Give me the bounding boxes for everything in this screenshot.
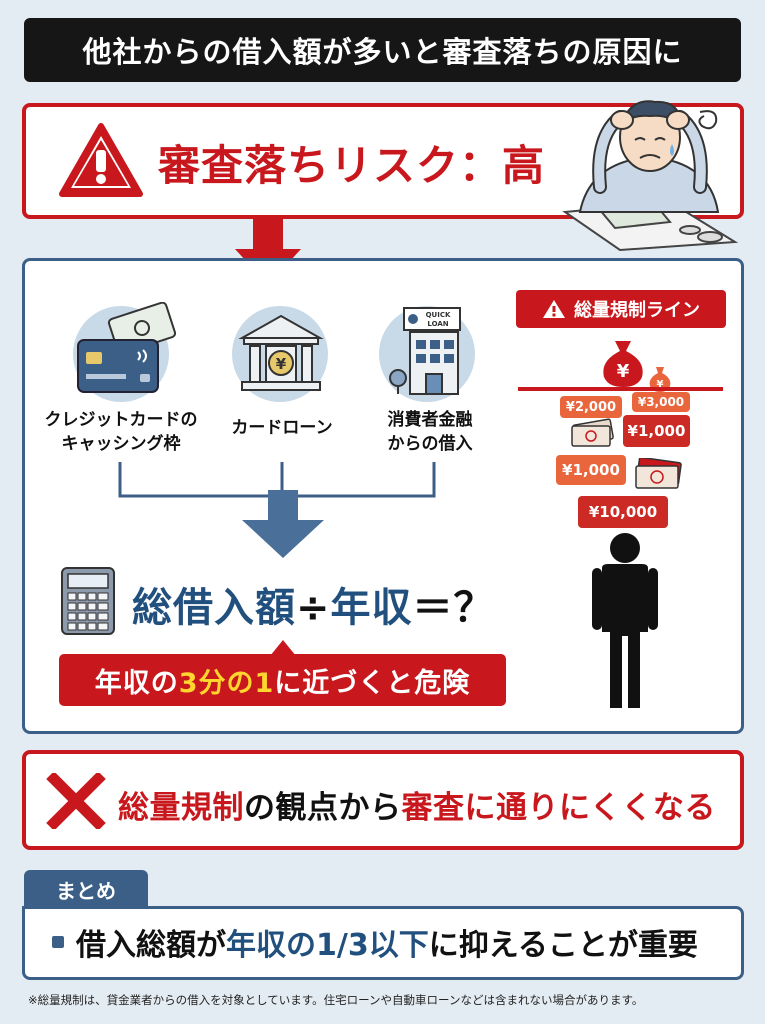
source-label-line: カードローン (231, 418, 333, 438)
source-label-consumer-finance: 消費者金融 からの借入 (370, 408, 490, 456)
building-icon: QUICK LOAN (389, 307, 461, 395)
red-down-arrow (235, 219, 301, 285)
formula-total-debt: 総借入額 (132, 585, 296, 631)
title-bar: 他社からの借入額が多いと審査落ちの原因に (24, 18, 741, 82)
summary-box (22, 906, 744, 980)
calculator-icon (61, 567, 115, 635)
page-title: 他社からの借入額が多いと審査落ちの原因に (82, 35, 683, 69)
danger-text-pre: 年収の (94, 667, 179, 699)
conclusion-part3: 審査に通りにくくなる (401, 790, 716, 826)
source-label-line: キャッシング枠 (61, 434, 181, 454)
summary-text: 借入総額が年収の1/3以下に抑えることが重要 (76, 920, 698, 964)
bank-icon: ¥ (238, 314, 324, 391)
regulation-limit-line (518, 387, 723, 391)
summary-post: に抑えることが重要 (428, 928, 698, 963)
danger-text-highlight: 3分の1 (178, 667, 275, 699)
summary-tab: まとめ (24, 870, 148, 908)
formula-annual-income: 年収 (330, 585, 413, 631)
bill-3000: ¥3,000 (632, 392, 690, 412)
warning-small-icon (543, 300, 565, 318)
bill-1000-upper: ¥1,000 (623, 415, 690, 447)
summary-pre: 借入総額が (76, 928, 226, 963)
small-money-bag-symbol: ¥ (657, 379, 664, 390)
quick-loan-sign-line1: QUICK (426, 311, 451, 319)
money-bag-symbol: ¥ (617, 361, 630, 382)
conclusion-part2: の観点から (244, 790, 402, 826)
person-silhouette-icon (592, 533, 658, 708)
conclusion-part1: 総量規制 (118, 790, 244, 826)
total-regulation-badge: 総量規制ライン (516, 290, 726, 328)
danger-text-post: に近づくと危険 (274, 667, 471, 699)
banknote-icon (571, 418, 614, 447)
formula-equals-question: ＝？ (412, 585, 495, 631)
risk-label: 審査落ちリスク：高 (158, 141, 546, 190)
worried-person-icon (562, 100, 739, 252)
summary-highlight: 年収の1/3以下 (226, 928, 429, 963)
warning-icon (59, 123, 143, 197)
conclusion-text: 総量規制の観点から審査に通りにくくなる (118, 782, 716, 827)
bill-2000: ¥2,000 (560, 396, 622, 418)
conclusion-box (22, 750, 744, 850)
bill-1000-lower: ¥1,000 (556, 455, 626, 485)
money-bag-icon: ¥ (603, 341, 643, 387)
banknote-icon (635, 458, 682, 489)
regulation-badge-label: 総量規制ライン (574, 300, 700, 321)
danger-callout-notch (270, 640, 296, 656)
source-label-line: からの借入 (387, 434, 473, 454)
source-label-line: クレジットカードの (44, 410, 198, 430)
formula-divide: ÷ (296, 585, 331, 631)
source-label-line: 消費者金融 (387, 410, 473, 430)
debt-ratio-formula: 総借入額÷年収＝？ (132, 575, 495, 633)
footnote: ※総量規制は、貸金業者からの借入を対象としています。住宅ローンや自動車ローンなど… (28, 993, 644, 1007)
credit-card-icon (77, 302, 177, 393)
summary-bullet (52, 936, 64, 948)
x-mark-icon (46, 773, 106, 829)
blue-down-arrow (242, 490, 324, 558)
bill-10000: ¥10,000 (578, 496, 668, 528)
quick-loan-sign-line2: LOAN (427, 320, 448, 328)
source-label-credit-cashing: クレジットカードの キャッシング枠 (36, 408, 206, 456)
svg-text:¥: ¥ (276, 355, 287, 373)
source-label-card-loan: カードローン (212, 416, 352, 440)
